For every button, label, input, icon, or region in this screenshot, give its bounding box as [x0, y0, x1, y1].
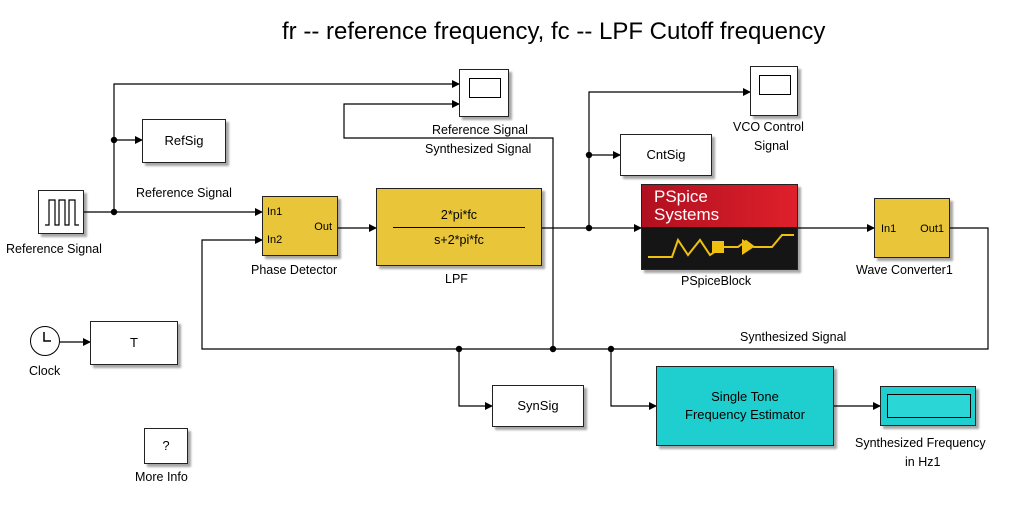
display-label-line2: in Hz1 — [905, 455, 941, 469]
clock-icon[interactable] — [30, 326, 60, 356]
synthesized-signal-wire-label: Synthesized Signal — [740, 330, 847, 344]
cntsig-text: CntSig — [646, 147, 686, 163]
t-block-text: T — [130, 335, 138, 351]
clock-label: Clock — [29, 364, 61, 378]
frequency-estimator-line2: Frequency Estimator — [685, 407, 805, 422]
pspice-circuit-icon — [648, 234, 794, 258]
pspice-block[interactable]: PSpice Systems — [641, 184, 798, 270]
wire-ref-to-scope — [113, 80, 460, 212]
phase-detector-out-port: Out — [314, 221, 332, 233]
wire-syn-to-scope — [343, 100, 554, 349]
reference-signal-wire-label: Reference Signal — [136, 186, 232, 200]
more-info-block[interactable]: ? — [144, 428, 188, 464]
clock-hands — [43, 332, 51, 342]
reference-signal-block[interactable] — [38, 190, 84, 234]
cntsig-block[interactable]: CntSig — [620, 134, 712, 176]
synsig-block[interactable]: SynSig — [492, 385, 584, 427]
pspice-logo-line2: Systems — [654, 205, 720, 224]
display-block[interactable] — [880, 386, 976, 426]
wave-converter-out1-port: Out1 — [920, 223, 944, 235]
display-label-line1: Synthesized Frequency — [855, 436, 986, 450]
synsig-text: SynSig — [517, 398, 559, 414]
scope-label-line2: Synthesized Signal — [425, 142, 532, 156]
pspice-logo-banner — [642, 185, 797, 227]
pulse-icon — [45, 199, 79, 226]
junction-dot — [110, 136, 118, 144]
more-info-text: ? — [162, 438, 170, 454]
wave-converter-block[interactable]: In1 Out1 — [874, 198, 950, 258]
refsig-text: RefSig — [164, 133, 204, 149]
wave-converter-in1-port: In1 — [881, 223, 897, 235]
t-block[interactable]: T — [90, 321, 178, 365]
phase-detector-in2-port: In2 — [267, 234, 283, 246]
phase-detector-label: Phase Detector — [251, 263, 338, 277]
vco-scope-label-line2: Signal — [754, 139, 789, 153]
junction-dot — [585, 224, 593, 232]
vco-scope-block[interactable] — [750, 66, 798, 116]
junction-dot — [110, 208, 118, 216]
wave-converter-label: Wave Converter1 — [856, 263, 953, 277]
reference-signal-label: Reference Signal — [6, 242, 102, 256]
lpf-label: LPF — [445, 272, 468, 286]
lpf-numerator: 2*pi*fc — [440, 207, 478, 222]
diagram-title: fr -- reference frequency, fc -- LPF Cut… — [282, 18, 826, 45]
wire-to-estimator — [610, 349, 657, 410]
more-info-label: More Info — [135, 470, 188, 484]
scope-screen-icon — [759, 75, 791, 95]
phase-detector-block[interactable]: In1 In2 Out — [262, 196, 338, 256]
wire-to-synsig — [458, 349, 493, 410]
pspice-block-label: PSpiceBlock — [681, 274, 752, 288]
wire-to-vco-scope — [588, 88, 751, 228]
display-screen — [887, 394, 971, 418]
pspice-logo-line1: PSpice — [654, 187, 708, 206]
junction-dot — [585, 151, 593, 159]
lpf-transfer-function: 2*pi*fc s+2*pi*fc — [377, 189, 541, 265]
scope-label-line1: Reference Signal — [432, 123, 528, 137]
junction-dot — [455, 345, 463, 353]
scope-screen-icon — [469, 78, 501, 98]
lpf-block[interactable]: 2*pi*fc s+2*pi*fc — [376, 188, 542, 266]
scope-block[interactable] — [459, 69, 509, 117]
junction-dot — [607, 345, 615, 353]
wire-synthesized-feedback — [201, 227, 989, 350]
pspice-logo-text: PSpice Systems — [654, 188, 719, 224]
frequency-estimator-text: Single Tone Frequency Estimator — [657, 367, 833, 445]
fraction-bar — [393, 226, 525, 228]
junction-dot — [549, 345, 557, 353]
frequency-estimator-line1: Single Tone — [711, 389, 779, 405]
phase-detector-in1-port: In1 — [267, 206, 283, 218]
refsig-block[interactable]: RefSig — [142, 119, 226, 163]
lpf-denominator: s+2*pi*fc — [434, 232, 484, 247]
frequency-estimator-block[interactable]: Single Tone Frequency Estimator — [656, 366, 834, 446]
vco-scope-label-line1: VCO Control — [733, 120, 804, 134]
